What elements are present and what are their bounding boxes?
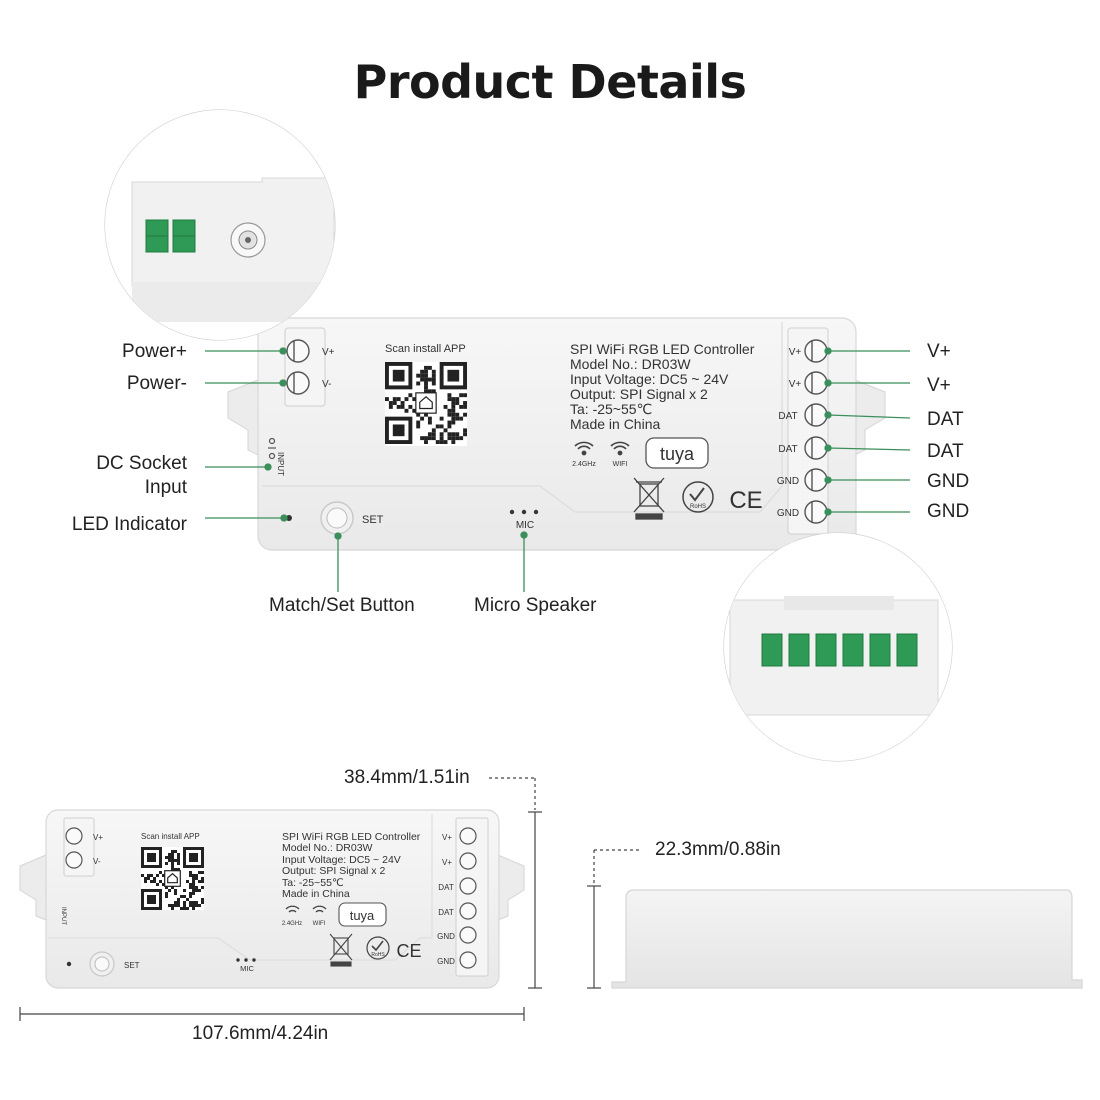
wifi-icon: [285, 905, 300, 913]
terminal-label: V+: [442, 833, 452, 842]
terminal-label: V+: [93, 833, 103, 842]
terminal-label: V+: [789, 379, 802, 390]
device-name: SPI WiFi RGB LED Controller: [282, 831, 421, 843]
right-callout-label: DAT: [927, 409, 964, 430]
dc-input-symbol-icon: INPUT: [60, 907, 66, 925]
wifi-icon: [574, 441, 594, 456]
depth-dimension: 22.3mm/0.88in: [655, 839, 781, 860]
wifi-icon: [610, 441, 630, 456]
height-dimension: 38.4mm/1.51in: [344, 767, 470, 788]
terminal-label: GND: [777, 476, 799, 487]
svg-text:RoHS: RoHS: [371, 952, 385, 958]
set-label: SET: [124, 961, 140, 970]
dc-socket-label-line1: DC Socket: [96, 453, 187, 474]
set-button[interactable]: [320, 501, 354, 535]
right-callout-label: V+: [927, 375, 951, 396]
led-indicator: [66, 961, 72, 967]
set-button[interactable]: [89, 951, 115, 977]
terminal-label: V+: [789, 347, 802, 358]
page-title: Product Details: [353, 55, 747, 109]
mic-label: MIC: [240, 964, 254, 973]
zoom-circle-input-side: [104, 109, 336, 341]
svg-text:RoHS: RoHS: [690, 504, 706, 510]
terminal-label: GND: [777, 508, 799, 519]
mic-holes: [236, 958, 256, 962]
svg-text:tuya: tuya: [660, 444, 695, 464]
width-dimension: 107.6mm/4.24in: [192, 1023, 329, 1044]
dimension-lines: [19, 777, 640, 1021]
device-made-in: Made in China: [282, 888, 350, 900]
weee-bin-icon: [633, 477, 665, 520]
power-plus-label: Power+: [122, 341, 187, 362]
terminal-label: GND: [437, 932, 455, 941]
tuya-logo: tuya: [338, 902, 387, 927]
terminal-label: V+: [322, 347, 335, 358]
right-callout-label: GND: [927, 471, 970, 492]
scan-label: Scan install APP: [385, 343, 466, 355]
device-name: SPI WiFi RGB LED Controller: [570, 341, 755, 357]
zoom-circle-output-side: [723, 532, 953, 762]
device-made-in: Made in China: [570, 416, 660, 432]
device-output: Output: SPI Signal x 2: [570, 386, 708, 402]
device-model: Model No.: DR03W: [570, 356, 691, 372]
ce-mark-icon: CE: [729, 487, 762, 514]
dc-socket-label-line2: Input: [144, 477, 187, 498]
rohs-icon: RoHS: [366, 936, 390, 960]
terminal-label: DAT: [778, 411, 797, 422]
device-input-voltage: Input Voltage: DC5 ~ 24V: [570, 371, 729, 387]
weee-bin-icon: [329, 933, 353, 967]
tuya-logo: tuya: [645, 437, 709, 469]
qr-code-icon: [141, 847, 204, 910]
set-button-label: Match/Set Button: [269, 595, 415, 616]
micro-speaker-label: Micro Speaker: [474, 595, 597, 616]
mic-holes: [509, 509, 539, 515]
wifi-band-label: 2.4GHz: [572, 461, 596, 468]
right-callout-label: V+: [927, 341, 951, 362]
wifi-label: WIFI: [613, 461, 628, 468]
terminal-label: V+: [442, 858, 452, 867]
terminal-label: GND: [437, 957, 455, 966]
right-screw-terminals: [804, 339, 828, 524]
dc-input-symbol-icon: INPUT: [276, 452, 285, 476]
side-view: [611, 889, 1083, 989]
left-screw-terminals: [286, 339, 310, 395]
rohs-icon: RoHS: [682, 481, 714, 513]
wifi-icon: [312, 905, 327, 913]
ce-mark-icon: CE: [396, 941, 421, 961]
terminal-label: V-: [93, 857, 101, 866]
led-indicator: [286, 515, 292, 521]
power-minus-label: Power-: [126, 373, 187, 394]
right-callout-label: DAT: [927, 441, 964, 462]
device-output: Output: SPI Signal x 2: [282, 865, 385, 877]
svg-text:INPUT: INPUT: [276, 452, 285, 476]
small-screw-terminals: [65, 827, 477, 969]
wifi-label: WIFI: [313, 921, 326, 927]
device-ta: Ta: -25~55℃: [282, 877, 344, 889]
terminal-label: V-: [322, 379, 331, 390]
svg-text:INPUT: INPUT: [60, 907, 66, 925]
right-callout-label: GND: [927, 501, 970, 522]
wifi-band-label: 2.4GHz: [282, 921, 302, 927]
led-indicator-label: LED Indicator: [71, 514, 187, 535]
device-ta: Ta: -25~55℃: [570, 401, 652, 417]
terminal-label: DAT: [438, 883, 454, 892]
mic-label: MIC: [516, 520, 534, 531]
scan-label: Scan install APP: [141, 832, 200, 841]
device-model: Model No.: DR03W: [282, 842, 373, 854]
svg-text:tuya: tuya: [350, 908, 375, 923]
qr-code-icon: [385, 362, 467, 446]
set-label: SET: [362, 514, 384, 526]
device-input-voltage: Input Voltage: DC5 ~ 24V: [282, 854, 401, 866]
terminal-label: DAT: [778, 444, 797, 455]
callout-lines: [205, 347, 911, 592]
polarity-icon: [268, 437, 276, 460]
terminal-label: DAT: [438, 908, 454, 917]
